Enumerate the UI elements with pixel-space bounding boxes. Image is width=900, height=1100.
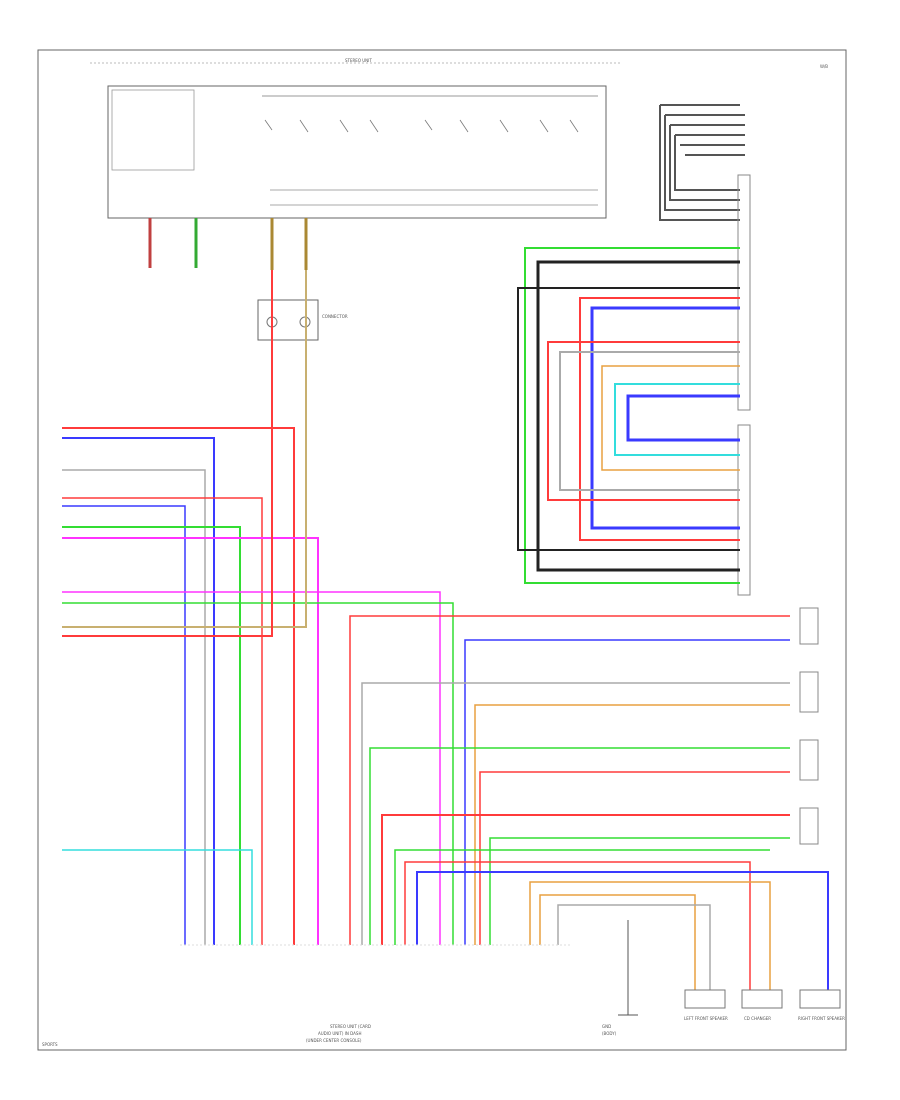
corner-label: W/B <box>820 64 828 69</box>
bottom-caption-2: AUDIO UNIT) IN DASH <box>318 1031 361 1036</box>
wire-red-loop <box>579 297 740 541</box>
connector-r2 <box>799 671 819 713</box>
ground-caption-1: GND <box>602 1024 611 1029</box>
stereo-unit-box <box>107 85 607 219</box>
ground-caption-2: (BODY) <box>602 1031 617 1036</box>
connector-r4 <box>799 807 819 845</box>
header-label: STEREO UNIT <box>345 58 372 63</box>
wire-black-loop <box>536 260 740 572</box>
speaker-left-front-label: LEFT FRONT SPEAKER <box>684 1016 728 1021</box>
speaker-right-front-label: RIGHT FRONT SPEAKER <box>798 1016 845 1021</box>
speaker-right-front: RIGHT FRONT SPEAKER <box>798 989 845 1021</box>
connector-label: CONNECTOR <box>322 314 348 319</box>
wire-orange-loop <box>601 365 740 471</box>
connector-r1 <box>799 607 819 645</box>
left-footer: SPORTS <box>42 1042 58 1047</box>
wire-red-loop-2 <box>547 341 740 501</box>
wire-cyan-left <box>62 849 253 945</box>
diagram-frame <box>37 49 847 1051</box>
right-connector-stack <box>659 104 745 221</box>
right-connector-1 <box>737 174 751 411</box>
switch-group <box>264 119 579 133</box>
speaker-cd-changer-label: CD CHANGER <box>744 1016 771 1021</box>
wire-blue-loop-2 <box>626 394 740 442</box>
connector-r3 <box>799 739 819 781</box>
wire-blue-loop <box>590 306 740 530</box>
wire-black-loop-2 <box>517 287 740 551</box>
bottom-caption-1: STEREO UNIT (CARD <box>330 1024 371 1029</box>
stereo-subbox <box>111 89 195 171</box>
wire-cyan-loop <box>614 383 740 456</box>
right-harness <box>349 615 829 990</box>
left-harness <box>62 270 454 945</box>
connector-block <box>257 299 319 341</box>
right-connector-2 <box>737 424 751 596</box>
wire-green-loop <box>524 247 740 584</box>
bottom-caption-3: (UNDER CENTER CONSOLE) <box>306 1038 362 1043</box>
wire-gray-loop <box>559 351 740 491</box>
speaker-left-front: LEFT FRONT SPEAKER <box>684 989 728 1021</box>
speaker-cd-changer: CD CHANGER <box>741 989 783 1021</box>
